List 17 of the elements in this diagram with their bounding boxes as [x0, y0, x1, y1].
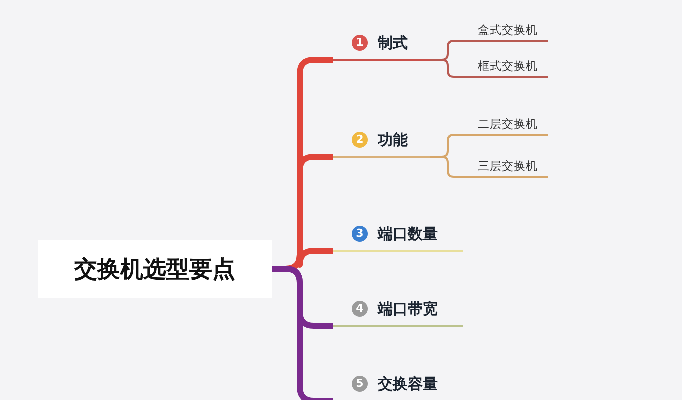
brace-connector [430, 156, 468, 178]
number-badge: 3 [352, 226, 368, 242]
brace-connector [430, 59, 468, 78]
branch-label: 端口带宽 [378, 300, 438, 318]
leaf-item: 二层交换机 [468, 114, 548, 136]
branch-label: 制式 [378, 34, 408, 52]
number-badge: 5 [352, 376, 368, 392]
branch-label: 端口数量 [378, 224, 438, 244]
number-badge: 2 [352, 132, 368, 148]
branch-label: 功能 [378, 130, 408, 150]
number-badge: 1 [352, 35, 368, 51]
number-badge: 4 [352, 301, 368, 317]
root-box: 交换机选型要点 [38, 240, 272, 298]
branch-label: 交换容量 [378, 374, 438, 394]
leaf-item: 盒式交换机 [468, 20, 548, 42]
leaf-item: 三层交换机 [468, 156, 548, 178]
leaf-item: 框式交换机 [468, 56, 548, 78]
